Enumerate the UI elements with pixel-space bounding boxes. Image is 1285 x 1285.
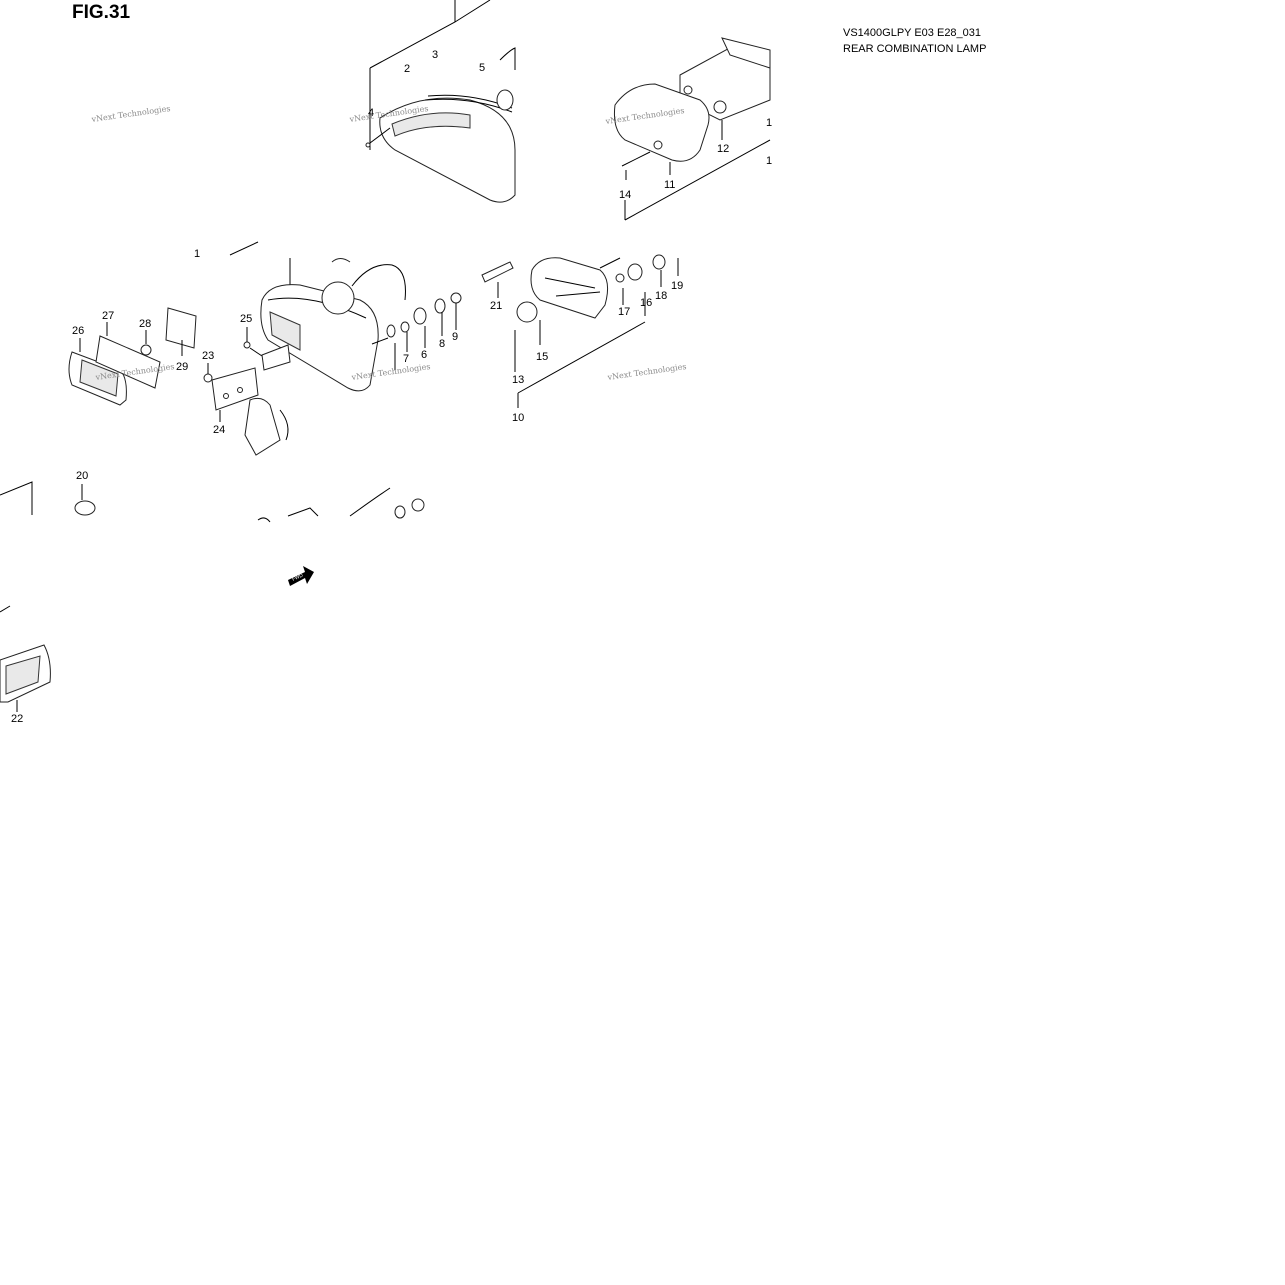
callout-27: 27 bbox=[102, 310, 114, 322]
callout-29: 29 bbox=[176, 361, 188, 373]
figure-title: FIG.31 bbox=[72, 2, 131, 23]
fwd-label: FWD bbox=[291, 572, 304, 582]
callout-4b: 4 bbox=[368, 107, 374, 119]
callout-22: 22 bbox=[11, 713, 23, 725]
watermark: vNext Technologies bbox=[90, 104, 171, 124]
callout-2: 2 bbox=[404, 63, 410, 75]
callout-8: 8 bbox=[439, 338, 445, 350]
turn-signal-group bbox=[0, 481, 425, 712]
socket-bulb-group bbox=[481, 254, 679, 408]
callout-9: 9 bbox=[452, 331, 458, 343]
callout-25: 25 bbox=[240, 313, 252, 325]
reflector-group bbox=[68, 307, 291, 456]
callout-7: 7 bbox=[403, 353, 409, 365]
license-lamp-group bbox=[614, 37, 771, 221]
callout-23: 23 bbox=[202, 350, 214, 362]
fastener-group bbox=[386, 292, 462, 370]
figure-meta: VS1400GLPY E03 E28_031 REAR COMBINATION … bbox=[843, 25, 986, 57]
callout-14: 14 bbox=[619, 189, 631, 201]
figure-description: REAR COMBINATION LAMP bbox=[843, 43, 987, 55]
callout-17: 17 bbox=[618, 306, 630, 318]
callout-26: 26 bbox=[72, 325, 84, 337]
fwd-arrow-icon: FWD bbox=[288, 566, 314, 586]
callout-16: 16 bbox=[640, 297, 652, 309]
main-tail-light-group bbox=[229, 241, 406, 392]
callout-1-left: 1 bbox=[194, 248, 200, 260]
callout-11: 11 bbox=[664, 179, 675, 191]
callout-18: 18 bbox=[655, 290, 667, 302]
callout-12: 12 bbox=[717, 143, 729, 155]
callout-28: 28 bbox=[139, 318, 151, 330]
callout-1-right-b: 1 bbox=[766, 155, 772, 167]
callout-10: 10 bbox=[512, 412, 524, 424]
callout-21: 21 bbox=[490, 300, 502, 312]
callout-1-right-a: 1 bbox=[766, 117, 772, 129]
callout-labels: 2 3 4 5 11 12 14 1 1 1 21 19 18 16 17 15… bbox=[11, 49, 772, 725]
callout-6: 6 bbox=[421, 349, 427, 361]
callout-5: 5 bbox=[479, 62, 485, 74]
callout-24: 24 bbox=[213, 424, 225, 436]
callout-19: 19 bbox=[671, 280, 683, 292]
callout-13: 13 bbox=[512, 374, 524, 386]
callout-15: 15 bbox=[536, 351, 548, 363]
callout-20: 20 bbox=[76, 470, 88, 482]
callout-3: 3 bbox=[432, 49, 438, 61]
model-code: VS1400GLPY E03 E28_031 bbox=[843, 27, 982, 39]
tail-lens-group bbox=[365, 0, 516, 203]
watermark: vNext Technologies bbox=[606, 362, 687, 382]
